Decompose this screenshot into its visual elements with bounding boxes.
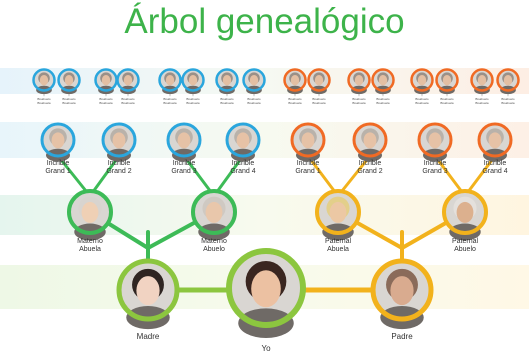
great-great-grandparent-portrait [307,68,331,95]
great-grandparent-portrait [40,122,76,162]
great-great-grandparent-portrait [347,68,371,95]
great-grandparent-portrait [352,122,388,162]
great-great-grandparent-portrait [116,68,140,95]
great-great-grandparent-portrait [94,68,118,95]
connector-line [306,154,340,198]
great-grandparent-portrait [225,122,261,162]
great-grandparent-portrait [290,122,326,162]
connector-line [336,154,372,198]
father-portrait [370,258,434,330]
tree-nodes [32,68,520,338]
great-great-grandparent-portrait [496,68,520,95]
great-great-grandparent-portrait [32,68,56,95]
great-great-grandparent-portrait [470,68,494,95]
grandparent-portrait [191,189,237,241]
connector-line [88,154,121,198]
great-great-grandparent-portrait [410,68,434,95]
great-grandparent-portrait [417,122,453,162]
connector-line [182,154,216,198]
father-label: Padre [391,332,413,341]
great-great-grandparent-portrait [181,68,205,95]
self-portrait [226,248,306,338]
mother-label: Madre [136,332,160,341]
great-great-grandparent-portrait [371,68,395,95]
great-grandparent-portrait [166,122,202,162]
connector-line [433,154,467,198]
connector-line [56,154,92,198]
connector-line [212,154,245,198]
connector-line [463,154,497,198]
great-great-grandparent-portrait [158,68,182,95]
great-great-grandparent-portrait [57,68,81,95]
page-title: Árbol genealógico [124,2,405,41]
grandparent-portrait [315,189,361,241]
self-label: Yo [261,344,271,353]
great-grandparent-portrait [101,122,137,162]
great-grandparent-portrait [477,122,513,162]
great-great-grandparent-portrait [215,68,239,95]
great-great-grandparent-portrait [435,68,459,95]
great-great-grandparent-portrait [242,68,266,95]
great-great-grandparent-portrait [283,68,307,95]
mother-portrait [116,258,180,330]
grandparent-portrait [442,189,488,241]
grandparent-portrait [67,189,113,241]
